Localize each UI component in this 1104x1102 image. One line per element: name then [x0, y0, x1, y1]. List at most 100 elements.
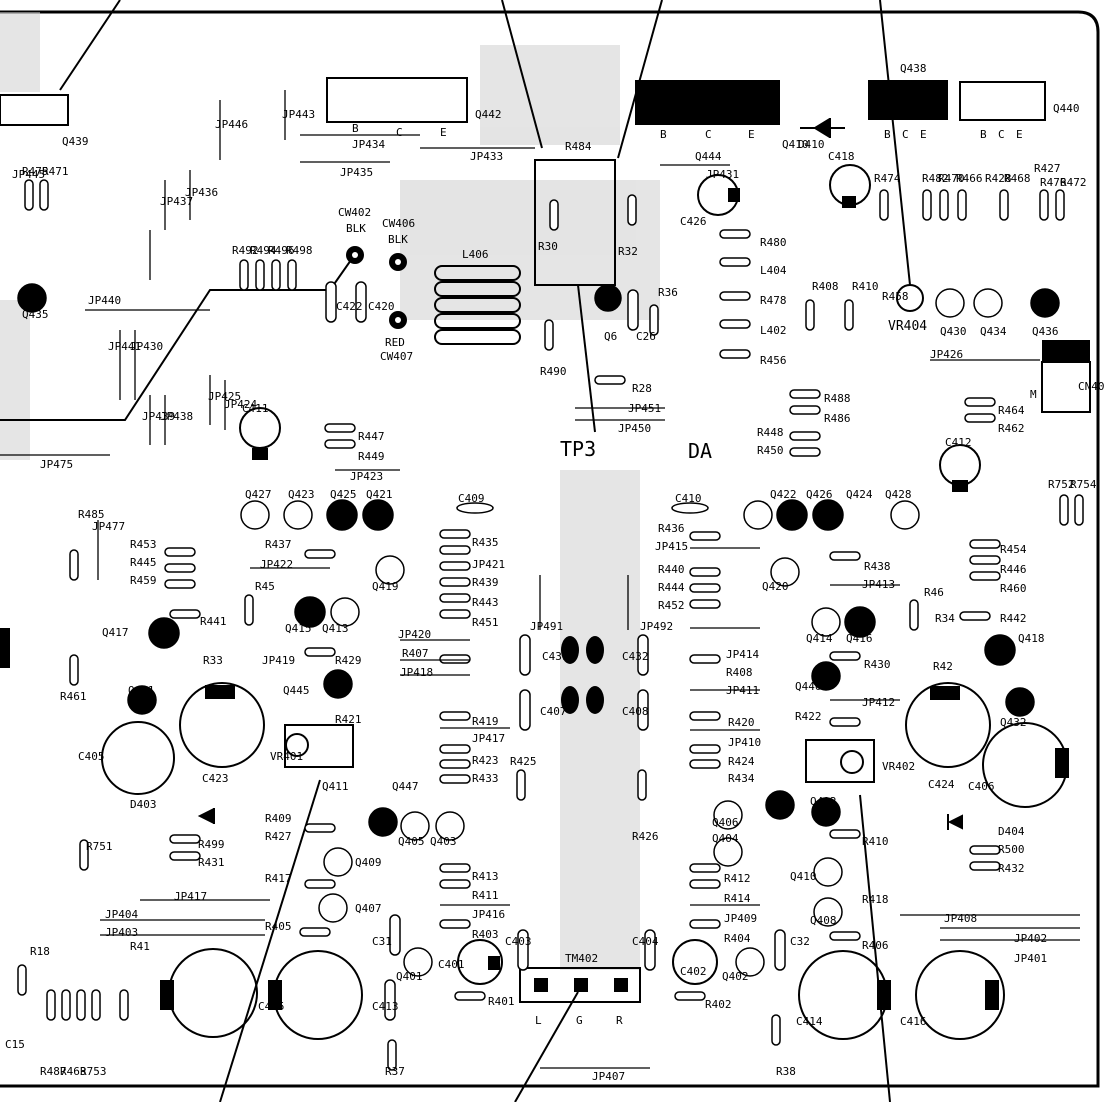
label-r413: R413	[472, 870, 499, 883]
label-c403: C403	[505, 935, 532, 948]
label-cn403: CN403	[1078, 380, 1104, 393]
label-r456: R456	[760, 354, 787, 367]
label-r431: R431	[198, 856, 225, 869]
label-jp407: JP407	[592, 1070, 625, 1083]
label-r478: R478	[760, 294, 787, 307]
label-r427: R427	[265, 830, 292, 843]
label-vr402: VR402	[882, 760, 915, 773]
label-tm402: TM402	[565, 952, 598, 965]
test-points	[346, 246, 407, 329]
terminal-m: M	[1030, 388, 1037, 401]
label-jp424: JP424	[224, 398, 257, 411]
label-r451: R451	[472, 616, 499, 629]
label-r422: R422	[795, 710, 822, 723]
label-r470: R470	[938, 172, 965, 185]
label-l402: L402	[760, 324, 787, 337]
label-r410a: R410	[852, 280, 879, 293]
label-r429: R429	[335, 654, 362, 667]
label-c415: C415	[258, 1000, 285, 1013]
label-jp420: JP420	[398, 628, 431, 641]
label-r751: R751	[86, 840, 113, 853]
big-labels: TP3 DA	[560, 437, 712, 463]
terminal-c: C	[998, 128, 1005, 141]
label-r480: R480	[760, 236, 787, 249]
terminal-e: E	[440, 126, 447, 139]
label-q406: Q406	[712, 816, 739, 829]
label-r437: R437	[265, 538, 292, 551]
label-jp416: JP416	[472, 908, 505, 921]
label-r488: R488	[824, 392, 851, 405]
label-c414: C414	[796, 1015, 823, 1028]
label-r424: R424	[728, 755, 755, 768]
board-outline	[0, 10, 1100, 1088]
label-r408a: R408	[812, 280, 839, 293]
label-r449: R449	[358, 450, 385, 463]
label-jp425: JP425	[208, 390, 241, 403]
label-r454: R454	[1000, 543, 1027, 556]
label-r409: R409	[265, 812, 292, 825]
label-r37: R37	[385, 1065, 405, 1078]
label-d410: Q410	[782, 138, 809, 151]
terminal-c: C	[705, 128, 712, 141]
label-r42: R42	[933, 660, 953, 673]
label-jp443: JP443	[282, 108, 315, 121]
label-r499: R499	[198, 838, 225, 851]
label-jp423: JP423	[350, 470, 383, 483]
label-q425: Q425	[330, 488, 357, 501]
capacitor-marks	[160, 188, 1069, 1010]
label-q434: Q434	[980, 325, 1007, 338]
label-jp417: JP417	[174, 890, 207, 903]
label-c32: C32	[790, 935, 810, 948]
terminal-pads	[534, 978, 628, 992]
label-r474: R474	[874, 172, 901, 185]
label-jp430: JP430	[130, 340, 163, 353]
label-q419: Q419	[372, 580, 399, 593]
label-q430: Q430	[940, 325, 967, 338]
label-r754: R754	[1070, 478, 1097, 491]
label-jp414: JP414	[726, 648, 759, 661]
label-jp440: JP440	[88, 294, 121, 307]
label-q411: Q411	[322, 780, 349, 793]
label-c412: C412	[945, 436, 972, 449]
label-q418: Q418	[1018, 632, 1045, 645]
label-jp441: JP441	[108, 340, 141, 353]
label-r434: R434	[728, 772, 755, 785]
label-jp408: JP408	[944, 912, 977, 925]
label-jp433: JP433	[470, 150, 503, 163]
label-q436: Q436	[1032, 325, 1059, 338]
label-r476: R476	[1040, 176, 1067, 189]
label-r453: R453	[130, 538, 157, 551]
label-q444: Q444	[695, 150, 722, 163]
label-c15: C15	[5, 1038, 25, 1051]
label-q428: Q428	[885, 488, 912, 501]
label-r466: R466	[956, 172, 983, 185]
label-r425: R425	[510, 755, 537, 768]
label-q408: Q408	[810, 914, 837, 927]
label-r448: R448	[757, 426, 784, 439]
label-r414: R414	[724, 892, 751, 905]
label-r430: R430	[864, 658, 891, 671]
label-q412: Q412	[810, 795, 837, 808]
label-r45: R45	[255, 580, 275, 593]
terminal-e: E	[748, 128, 755, 141]
label-c418: C418	[828, 150, 855, 163]
label-r464: R464	[998, 404, 1025, 417]
label-q426: Q426	[806, 488, 833, 501]
label-c423: C423	[202, 772, 229, 785]
label-d403: D403	[130, 798, 157, 811]
label-r403: R403	[472, 928, 499, 941]
label-jp491: JP491	[530, 620, 563, 633]
label-q403: Q403	[430, 835, 457, 848]
label-q445: Q445	[283, 684, 310, 697]
label-r492: R492	[232, 244, 259, 257]
label-r32: R32	[618, 245, 638, 258]
label-q6: Q6	[604, 330, 617, 343]
label-jp451: JP451	[628, 402, 661, 415]
label-jp421: JP421	[472, 558, 505, 571]
label-q421: Q421	[366, 488, 393, 501]
label-r482: R482	[922, 172, 949, 185]
label-blk-1: BLK	[346, 222, 366, 235]
label-r445: R445	[130, 556, 157, 569]
label-q427: Q427	[245, 488, 272, 501]
label-c26: C26	[636, 330, 656, 343]
